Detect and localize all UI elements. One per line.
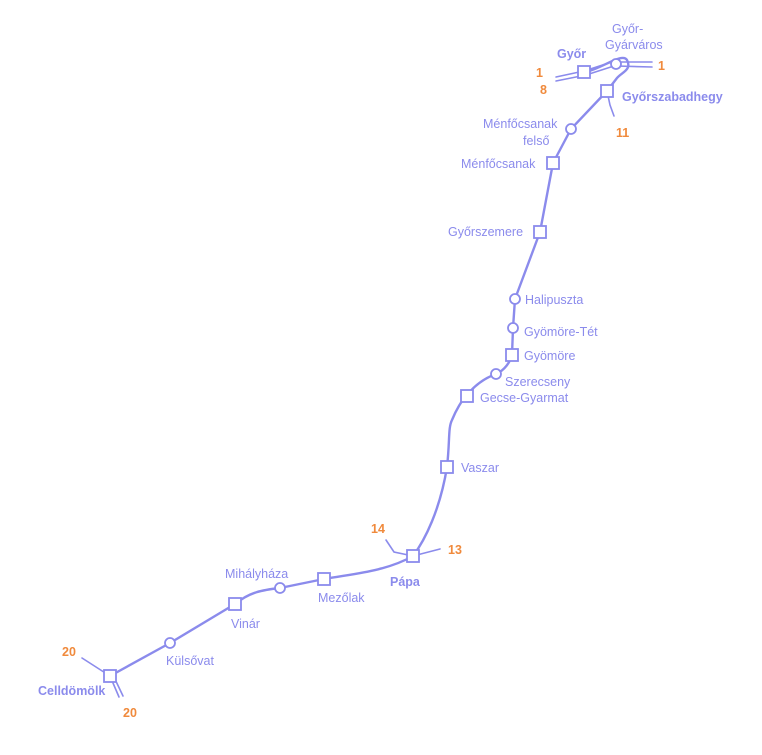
line-number-gyorszabadhegy-11: 11 — [616, 126, 629, 140]
label-kulsovat: Külsővat — [166, 654, 214, 668]
label-menfocsanak-felso-line1: Ménfőcsanak — [483, 117, 558, 131]
label-szerecseny: Szerecseny — [505, 375, 571, 389]
line-number-gyor-east-1: 1 — [658, 59, 665, 73]
line-number-gyor-west-8: 8 — [540, 83, 547, 97]
line-number-gyor-west-1: 1 — [536, 66, 543, 80]
label-gecse-gyarmat: Gecse-Gyarmat — [480, 391, 569, 405]
label-menfocsanak: Ménfőcsanak — [461, 157, 536, 171]
line-number-celldomolk-20-nw: 20 — [62, 645, 76, 659]
stop-kulsovat — [164, 637, 176, 649]
station-vinar — [228, 597, 242, 611]
label-vinar: Vinár — [231, 617, 260, 631]
label-gyor-gyarvaros-line1: Győr- — [612, 22, 643, 36]
label-vaszar: Vaszar — [461, 461, 499, 475]
station-gecse-gyarmat — [460, 389, 474, 403]
label-gyorszabadhegy: Győrszabadhegy — [622, 90, 723, 104]
station-gyorszemere — [533, 225, 547, 239]
label-mezolak: Mezőlak — [318, 591, 365, 605]
station-gyomore — [505, 348, 519, 362]
label-gyomore: Gyömöre — [524, 349, 575, 363]
stop-mihalyhaza — [274, 582, 286, 594]
stop-gyor-gyarvaros — [610, 58, 622, 70]
main-railway-line — [108, 56, 630, 678]
label-gyorszemere: Győrszemere — [448, 225, 523, 239]
station-gyorszabadhegy — [600, 84, 614, 98]
station-mezolak — [317, 572, 331, 586]
label-halipuszta: Halipuszta — [525, 293, 583, 307]
label-gyor: Győr — [557, 47, 586, 61]
station-menfocsanak — [546, 156, 560, 170]
label-gyor-gyarvaros-line2: Gyárváros — [605, 38, 663, 52]
label-mihalyhaza: Mihályháza — [225, 567, 288, 581]
station-celldomolk — [103, 669, 117, 683]
line-number-papa-13: 13 — [448, 543, 462, 557]
station-papa — [406, 549, 420, 563]
station-vaszar — [440, 460, 454, 474]
stop-menfocsanak-felso — [565, 123, 577, 135]
line-number-celldomolk-20-s: 20 — [123, 706, 137, 720]
stop-gyomore-tet — [507, 322, 519, 334]
label-gyomore-tet: Gyömöre-Tét — [524, 325, 598, 339]
stop-halipuszta — [509, 293, 521, 305]
line-number-papa-14: 14 — [371, 522, 385, 536]
station-gyor — [577, 65, 591, 79]
label-celldomolk: Celldömölk — [38, 684, 105, 698]
line-1-east-track-b — [616, 65, 653, 68]
label-menfocsanak-felso-line2: felső — [523, 134, 549, 148]
stop-szerecseny — [490, 368, 502, 380]
label-papa: Pápa — [390, 575, 421, 589]
